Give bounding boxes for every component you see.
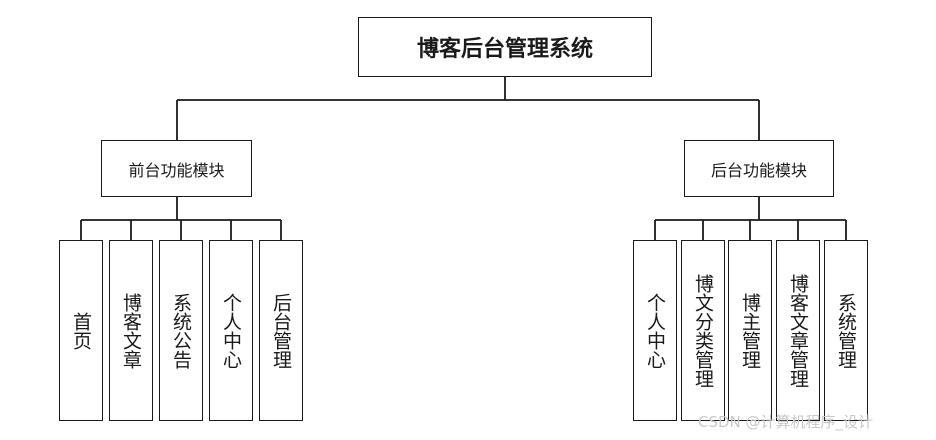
leaf-node: 后台管理 — [259, 240, 303, 421]
leaf-node: 博客文章 — [109, 240, 153, 421]
leaf-label: 博客文章管理 — [787, 273, 809, 388]
leaf-node: 博客文章管理 — [776, 240, 820, 421]
leaf-node: 首页 — [59, 240, 103, 421]
leaf-label: 个人中心 — [220, 292, 242, 369]
group-node-backend: 后台功能模块 — [684, 140, 834, 197]
leaf-label: 系统公告 — [170, 292, 192, 369]
root-node: 博客后台管理系统 — [358, 17, 652, 77]
root-label: 博客后台管理系统 — [416, 36, 593, 62]
leaf-label: 个人中心 — [644, 292, 666, 369]
group-label: 前台功能模块 — [128, 160, 225, 180]
leaf-node: 个人中心 — [633, 240, 677, 421]
group-node-frontend: 前台功能模块 — [101, 140, 252, 197]
leaf-node: 博主管理 — [728, 240, 772, 421]
leaf-node: 系统管理 — [824, 240, 868, 421]
leaf-label: 后台管理 — [270, 292, 292, 369]
leaf-node: 个人中心 — [209, 240, 253, 421]
watermark: CSDN @计算机程序_设计 — [698, 413, 874, 431]
leaf-node: 系统公告 — [159, 240, 203, 421]
leaf-label: 首页 — [70, 311, 92, 350]
leaf-label: 系统管理 — [835, 292, 857, 369]
leaf-node: 博文分类管理 — [681, 240, 725, 421]
leaf-label: 博文分类管理 — [692, 273, 714, 388]
leaf-label: 博客文章 — [120, 292, 142, 369]
leaf-label: 博主管理 — [739, 292, 761, 369]
group-label: 后台功能模块 — [710, 160, 807, 180]
